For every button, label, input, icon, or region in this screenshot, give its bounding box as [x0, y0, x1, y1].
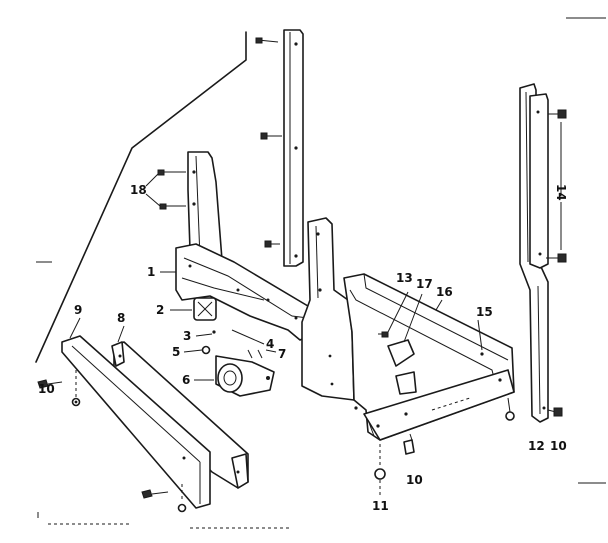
bottom-margin-marks	[37, 512, 290, 529]
motor-assembly	[193, 297, 275, 397]
callout-10-right: 10	[550, 439, 567, 453]
callout-10-bottom: 10	[406, 473, 423, 487]
center-rear-upright	[255, 29, 304, 267]
kick-plate	[61, 335, 211, 509]
callout-1: 1	[147, 265, 155, 279]
callout-6: 6	[182, 373, 190, 387]
callout-14: 14	[554, 184, 568, 201]
callout-5: 5	[172, 345, 180, 359]
callout-13: 13	[396, 271, 413, 285]
callout-12: 12	[528, 439, 545, 453]
loose-fasteners	[37, 379, 515, 513]
callout-2: 2	[156, 303, 164, 317]
callout-15: 15	[476, 305, 493, 319]
callout-3: 3	[183, 329, 191, 343]
callout-11: 11	[372, 499, 389, 513]
reference-line	[35, 17, 606, 484]
callout-leaders	[69, 122, 562, 381]
base-tray	[343, 273, 515, 441]
callout-18: 18	[130, 183, 147, 197]
callout-17: 17	[416, 277, 433, 291]
center-front-panel	[301, 217, 355, 401]
callout-7: 7	[278, 347, 286, 361]
callout-9: 9	[74, 303, 82, 317]
callout-10-left: 10	[38, 382, 55, 396]
cross-frame	[175, 243, 319, 341]
callout-labels: 1 2 3 4 5 6 7 8 9 10 10 10 11 12 13 14 1…	[38, 183, 568, 513]
callout-16: 16	[436, 285, 453, 299]
right-rail	[519, 83, 567, 423]
callout-4: 4	[266, 337, 274, 351]
callout-8: 8	[117, 311, 125, 325]
